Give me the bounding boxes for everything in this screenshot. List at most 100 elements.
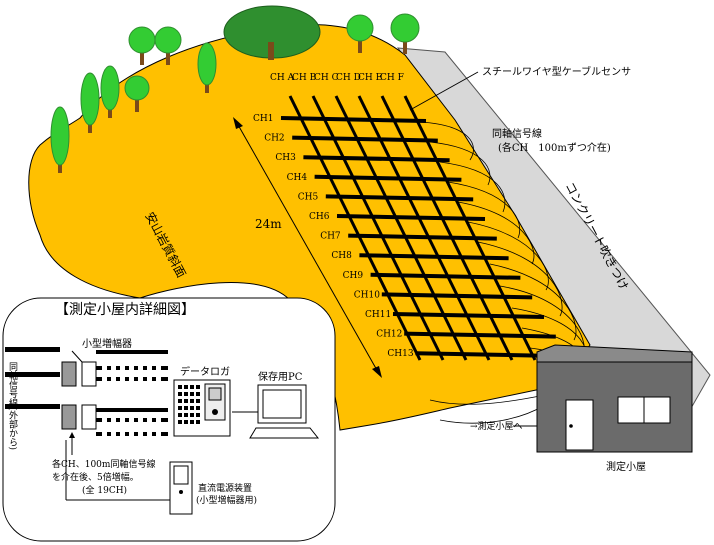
- terminal: [190, 392, 194, 396]
- column-cable: [311, 95, 445, 361]
- detail-title: 【測定小屋内詳細図】: [55, 302, 195, 318]
- row-label: CH11: [365, 310, 391, 320]
- tree-trunk: [403, 38, 407, 54]
- column-cable: [403, 95, 537, 361]
- detail-box: [2, 297, 336, 542]
- column-cable: [380, 95, 514, 361]
- note-line2: を介在後、5倍増幅。: [52, 471, 139, 483]
- column-cable: [334, 95, 468, 361]
- sensor-leader-line: [409, 71, 479, 111]
- column-label: CH B: [292, 73, 317, 83]
- row-label: CH8: [331, 251, 352, 261]
- channel-dot: [138, 432, 143, 436]
- terminal: [196, 392, 200, 396]
- column-label: CH E: [358, 73, 382, 83]
- channel-dot: [129, 432, 134, 436]
- channel-dot: [111, 418, 116, 422]
- trees: [50, 5, 420, 173]
- channel-dot: [156, 366, 161, 370]
- logger-label: データロガ: [180, 365, 230, 378]
- channel-dot: [138, 366, 143, 370]
- column-cable: [288, 95, 422, 361]
- power-label-line1: 直流電源装置: [198, 482, 252, 494]
- column-cable: [357, 95, 491, 361]
- row-label: CH10: [354, 290, 380, 300]
- column-label: CH A: [270, 73, 295, 83]
- terminal: [190, 420, 194, 424]
- coax-label-line2: (各CH 100mずつ介在): [498, 141, 611, 154]
- pc-label: 保存用PC: [258, 370, 303, 383]
- storage-pc: [232, 384, 320, 439]
- terminal: [190, 413, 194, 417]
- terminal: [196, 385, 200, 389]
- channel-dot: [120, 432, 125, 436]
- channel-dot: [147, 432, 152, 436]
- column-label: CH F: [380, 73, 404, 83]
- terminal: [184, 413, 188, 417]
- channel-dot: [156, 377, 161, 381]
- tree-trunk: [205, 79, 209, 93]
- sensor-type-label: スチールワイヤ型ケーブルセンサ: [482, 65, 631, 78]
- tree-crown: [346, 14, 374, 42]
- terminal: [196, 399, 200, 403]
- channel-dot: [129, 377, 134, 381]
- channel-dot: [156, 418, 161, 422]
- note-line1: 各CH、100m同軸信号線: [52, 458, 155, 470]
- channel-dot: [120, 418, 125, 422]
- tree-crown: [100, 65, 120, 111]
- tree-trunk: [58, 159, 62, 173]
- tree-crown: [128, 26, 156, 54]
- row-cable: [336, 214, 486, 221]
- terminal: [190, 406, 194, 410]
- channel-dot: [102, 366, 107, 370]
- tree-trunk: [358, 37, 362, 53]
- hut-arrow-label: →測定小屋へ: [470, 420, 523, 432]
- row-cable: [280, 116, 427, 123]
- channel-dot: [102, 377, 107, 381]
- column-label: CH D: [336, 73, 361, 83]
- terminal: [196, 413, 200, 417]
- terminal: [190, 399, 194, 403]
- tree-trunk: [135, 96, 139, 112]
- channel-dot: [102, 418, 107, 422]
- terminal: [184, 406, 188, 410]
- channel-dot: [129, 418, 134, 422]
- tree-trunk: [108, 104, 112, 118]
- row-label: CH13: [387, 349, 413, 359]
- channel-dots: [102, 366, 161, 436]
- terminal: [196, 406, 200, 410]
- note-line3: (全 19CH): [82, 484, 127, 496]
- row-label: CH7: [320, 232, 341, 242]
- tree-crown: [50, 106, 70, 166]
- channel-dot: [147, 366, 152, 370]
- hut-label: 測定小屋: [606, 460, 646, 473]
- terminal: [196, 420, 200, 424]
- tree-trunk: [88, 119, 92, 133]
- tree-crown: [390, 13, 420, 43]
- terminal: [178, 392, 182, 396]
- row-label: CH9: [343, 271, 364, 281]
- amplifier-units: [61, 350, 97, 430]
- row-label: CH1: [253, 114, 273, 124]
- power-label-line2: (小型増幅器用): [196, 494, 257, 506]
- data-logger: [173, 379, 231, 437]
- terminal: [178, 420, 182, 424]
- channel-dot: [138, 418, 143, 422]
- terminal: [184, 399, 188, 403]
- row-label: CH2: [264, 134, 284, 144]
- measurement-hut: [536, 344, 693, 453]
- terminal: [178, 385, 182, 389]
- input-line-label: 同軸信号線(外部から): [7, 362, 18, 450]
- row-label: CH6: [309, 212, 330, 222]
- row-label: CH5: [298, 192, 319, 202]
- length-label: 24m: [255, 217, 282, 231]
- channel-dot: [111, 366, 116, 370]
- terminal: [190, 385, 194, 389]
- incoming-coax-lines: [5, 347, 60, 409]
- terminal: [184, 420, 188, 424]
- row-cable: [325, 194, 474, 202]
- logger-terminal-block: [178, 385, 200, 424]
- coax-label-line1: 同軸信号線: [492, 127, 542, 140]
- tree-crown: [124, 75, 150, 101]
- amplifier-label: 小型増幅器: [82, 337, 132, 350]
